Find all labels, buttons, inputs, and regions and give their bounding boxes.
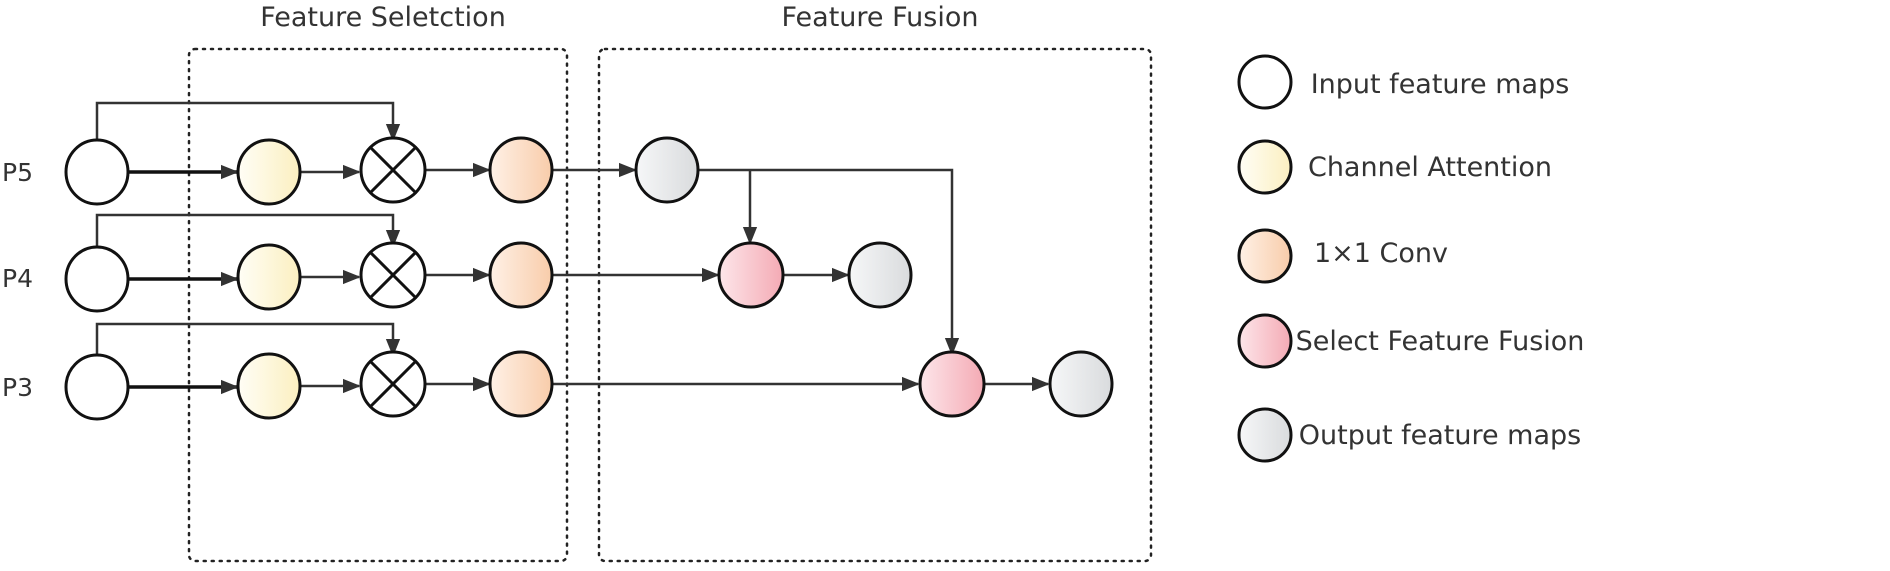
legend-item-fusion: Select Feature Fusion — [1237, 313, 1585, 369]
row-label-p5: P5 — [2, 158, 33, 187]
p4-multiply-icon — [359, 241, 427, 309]
nodes — [64, 136, 1114, 421]
p3-conv-node — [488, 350, 554, 418]
legend-item-input: Input feature maps — [1237, 54, 1570, 110]
p4-input-node — [64, 245, 130, 313]
row-label-p4: P4 — [2, 264, 33, 293]
p5-multiply-icon — [359, 136, 427, 204]
p3-multiply-icon — [359, 350, 427, 418]
p3-channel-attention-node — [236, 352, 302, 420]
feature-fusion-title: Feature Fusion — [782, 2, 979, 33]
row-label-p3: P3 — [2, 373, 33, 402]
legend-fusion-swatch — [1237, 313, 1293, 369]
legend-item-output: Output feature maps — [1237, 407, 1582, 463]
p4-output-node — [847, 241, 913, 309]
legend-input-label: Input feature maps — [1311, 69, 1570, 100]
p3-input-node — [64, 353, 130, 421]
feature-selection-box — [187, 47, 569, 563]
legend-item-attention: Channel Attention — [1237, 139, 1552, 195]
p5-channel-attention-node — [236, 138, 302, 206]
p5-conv-node — [488, 136, 554, 204]
edge-p5-output-to-p3-fusion — [698, 168, 960, 356]
legend: Input feature maps Channel Attention 1×1… — [1237, 54, 1585, 463]
legend-item-conv: 1×1 Conv — [1237, 228, 1448, 284]
legend-output-swatch — [1237, 407, 1293, 463]
p4-conv-node — [488, 241, 554, 309]
skip-edge-p4 — [95, 213, 401, 248]
legend-input-swatch — [1237, 54, 1293, 110]
p5-output-node — [634, 136, 700, 204]
legend-fusion-label: Select Feature Fusion — [1296, 326, 1585, 357]
feature-fusion-box — [597, 47, 1153, 563]
skip-edge-p3 — [95, 322, 401, 357]
feature-selection-title: Feature Seletction — [260, 2, 506, 33]
p5-input-node — [64, 138, 130, 206]
skip-edge-p5 — [95, 101, 401, 142]
edges — [95, 101, 1050, 395]
legend-output-label: Output feature maps — [1299, 420, 1582, 451]
legend-conv-label: 1×1 Conv — [1314, 238, 1448, 269]
p3-output-node — [1048, 350, 1114, 418]
p3-fusion-node — [918, 350, 986, 418]
legend-attention-label: Channel Attention — [1308, 152, 1552, 183]
p4-fusion-node — [717, 241, 785, 309]
legend-conv-swatch — [1237, 228, 1293, 284]
legend-attention-swatch — [1237, 139, 1293, 195]
p4-channel-attention-node — [236, 243, 302, 311]
